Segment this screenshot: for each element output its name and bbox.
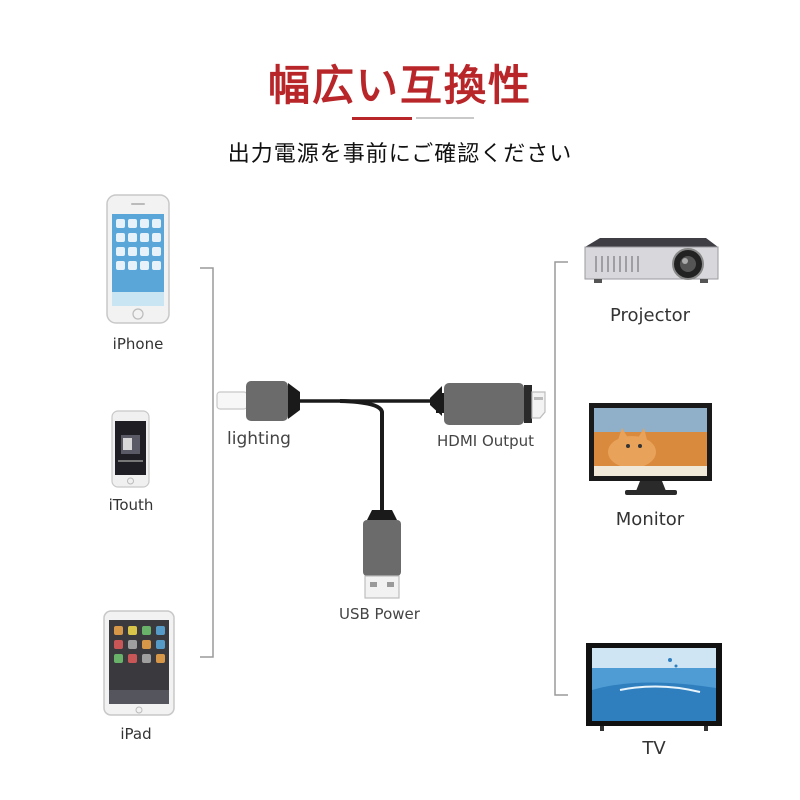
label-usb-power: USB Power (339, 605, 420, 623)
lightning-connector (216, 391, 248, 410)
right-bracket (554, 261, 568, 696)
page-title: 幅広い互換性 (267, 61, 532, 110)
monitor-device-icon (589, 403, 712, 495)
title-underline (352, 117, 412, 120)
label-hdmi-output: HDMI Output (437, 432, 535, 450)
itouch-device-icon (111, 410, 150, 488)
label-projector: Projector (610, 305, 690, 326)
projector-device-icon (584, 238, 719, 283)
left-bracket (200, 267, 214, 658)
iphone-device-icon (106, 194, 170, 324)
title-underline-secondary (416, 117, 474, 119)
cable-illustration (216, 381, 546, 599)
page-subtitle: 出力電源を事前にご確認ください (227, 142, 573, 167)
label-lighting: lighting (227, 429, 291, 449)
label-monitor: Monitor (615, 509, 685, 530)
label-iphone: iPhone (112, 335, 164, 353)
ipad-device-icon (103, 610, 175, 716)
label-itouth: iTouth (108, 496, 154, 514)
label-tv: TV (642, 738, 666, 759)
label-ipad: iPad (120, 725, 152, 743)
tv-device-icon (586, 643, 722, 731)
